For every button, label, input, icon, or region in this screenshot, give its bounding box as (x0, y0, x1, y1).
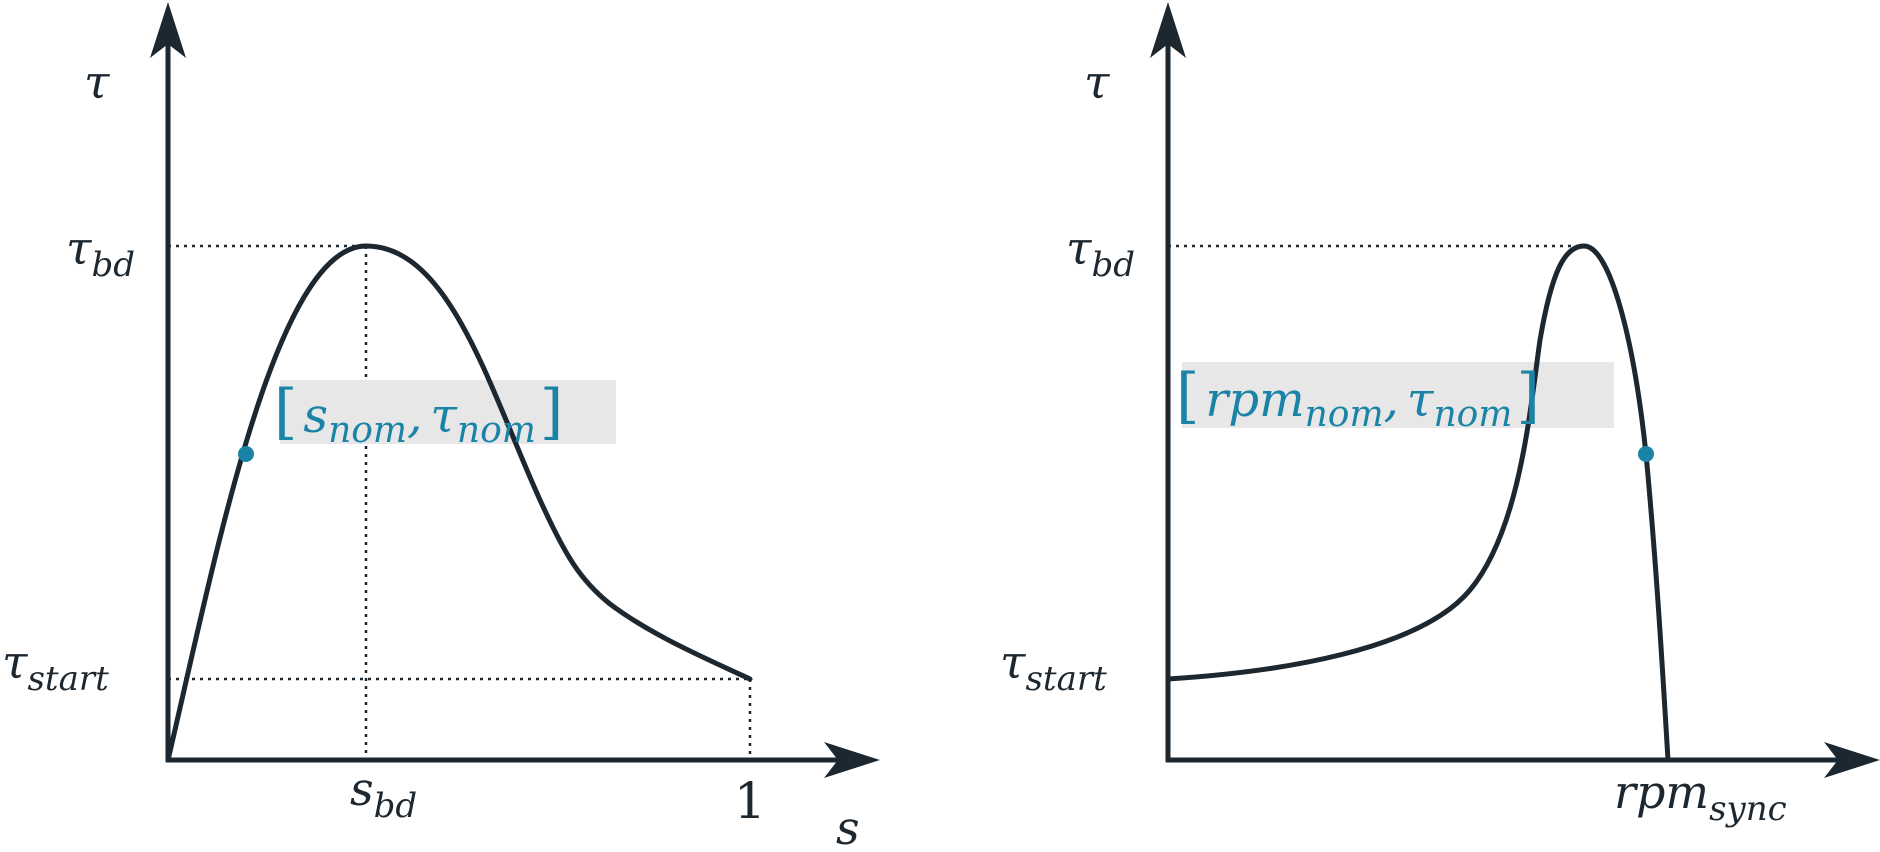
left-x-axis-arrowhead (824, 742, 880, 778)
right-nominal-point (1638, 446, 1654, 462)
left-nominal-point-label: [snom,τnom] (274, 377, 563, 451)
right-nominal-point-label: [rpmnom,τnom] (1176, 361, 1540, 435)
left-y-axis-label: τ (84, 55, 111, 109)
right-torque-rpm-curve (1165, 243, 1671, 763)
left-y-axis-arrowhead (150, 2, 186, 58)
left-breakdown-slip-label: sbd (350, 762, 417, 826)
left-slip-one-label: 1 (734, 772, 766, 830)
left-x-axis-label: s (836, 801, 860, 852)
right-sync-rpm-label: rpmsync (1614, 765, 1787, 829)
left-panel: τ τbd τstart sbd 1 s [snom,τnom] (2, 2, 880, 852)
right-x-axis-arrowhead (1824, 742, 1880, 778)
right-nominal-label-box (1182, 362, 1614, 428)
right-breakdown-torque-label: τbd (1066, 221, 1135, 285)
left-nominal-point (238, 446, 254, 462)
right-y-axis-arrowhead (1150, 2, 1186, 58)
left-breakdown-torque-label: τbd (66, 221, 135, 285)
left-torque-slip-curve (165, 243, 753, 763)
right-panel: τ τbd τstart rpmsync [rpmnom,τnom] (1000, 2, 1880, 829)
right-start-torque-label: τstart (1000, 635, 1107, 699)
left-nominal-label-box (280, 380, 616, 444)
left-start-torque-label: τstart (2, 635, 109, 699)
right-y-axis-label: τ (1084, 55, 1111, 109)
